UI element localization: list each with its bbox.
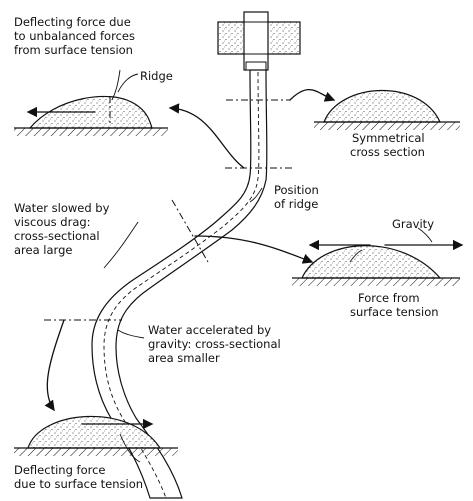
- leader-ridge: [117, 73, 139, 93]
- leader-force-tension: [349, 249, 363, 263]
- label-slowed-2: viscous drag:: [14, 215, 91, 229]
- label-force-tension-2: surface tension: [350, 305, 439, 319]
- label-ridge: Ridge: [140, 69, 173, 83]
- leader-accel: [117, 329, 145, 339]
- label-gravity: Gravity: [392, 217, 434, 231]
- label-position-2: of ridge: [274, 197, 318, 211]
- arrow-to-bottom-section: [44, 319, 65, 412]
- cross-section-middle-right: [292, 239, 464, 286]
- leader-deflect-top: [111, 69, 121, 101]
- leader-slowed: [103, 221, 139, 269]
- arrow-to-middle-section: [194, 235, 314, 264]
- label-force-tension-1: Force from: [358, 291, 420, 305]
- label-deflect-top-3: from surface tension: [14, 43, 133, 57]
- label-slowed-4: area large: [14, 243, 72, 257]
- label-accel-2: gravity: cross-sectional: [148, 337, 281, 351]
- cross-section-top-right: [314, 89, 460, 130]
- arrow-to-symmetrical-section: [289, 88, 336, 102]
- label-deflect-top-1: Deflecting force due: [14, 15, 131, 29]
- leader-position: [249, 187, 263, 203]
- faucet: [217, 11, 301, 71]
- cross-section-top-left: [14, 95, 168, 136]
- leader-gravity: [417, 227, 433, 243]
- label-accel-1: Water accelerated by: [148, 323, 271, 337]
- label-deflect-bottom-1: Deflecting force: [14, 463, 105, 477]
- arrow-to-left-section: [168, 103, 245, 169]
- label-slowed-3: cross-sectional: [14, 229, 100, 243]
- water-stream: [91, 69, 268, 499]
- leader-deflect-bottom: [119, 433, 141, 463]
- section-line-middle: [171, 199, 209, 263]
- label-deflect-bottom-2: due to surface tension: [14, 477, 143, 491]
- label-symmetrical-2: cross section: [350, 145, 425, 159]
- label-deflect-top-2: to unbalanced forces: [14, 29, 135, 43]
- label-symmetrical-1: Symmetrical: [352, 131, 425, 145]
- label-position-1: Position: [274, 183, 319, 197]
- cross-section-bottom-left: [14, 415, 178, 456]
- label-slowed-1: Water slowed by: [14, 201, 110, 215]
- label-accel-3: area smaller: [148, 351, 220, 365]
